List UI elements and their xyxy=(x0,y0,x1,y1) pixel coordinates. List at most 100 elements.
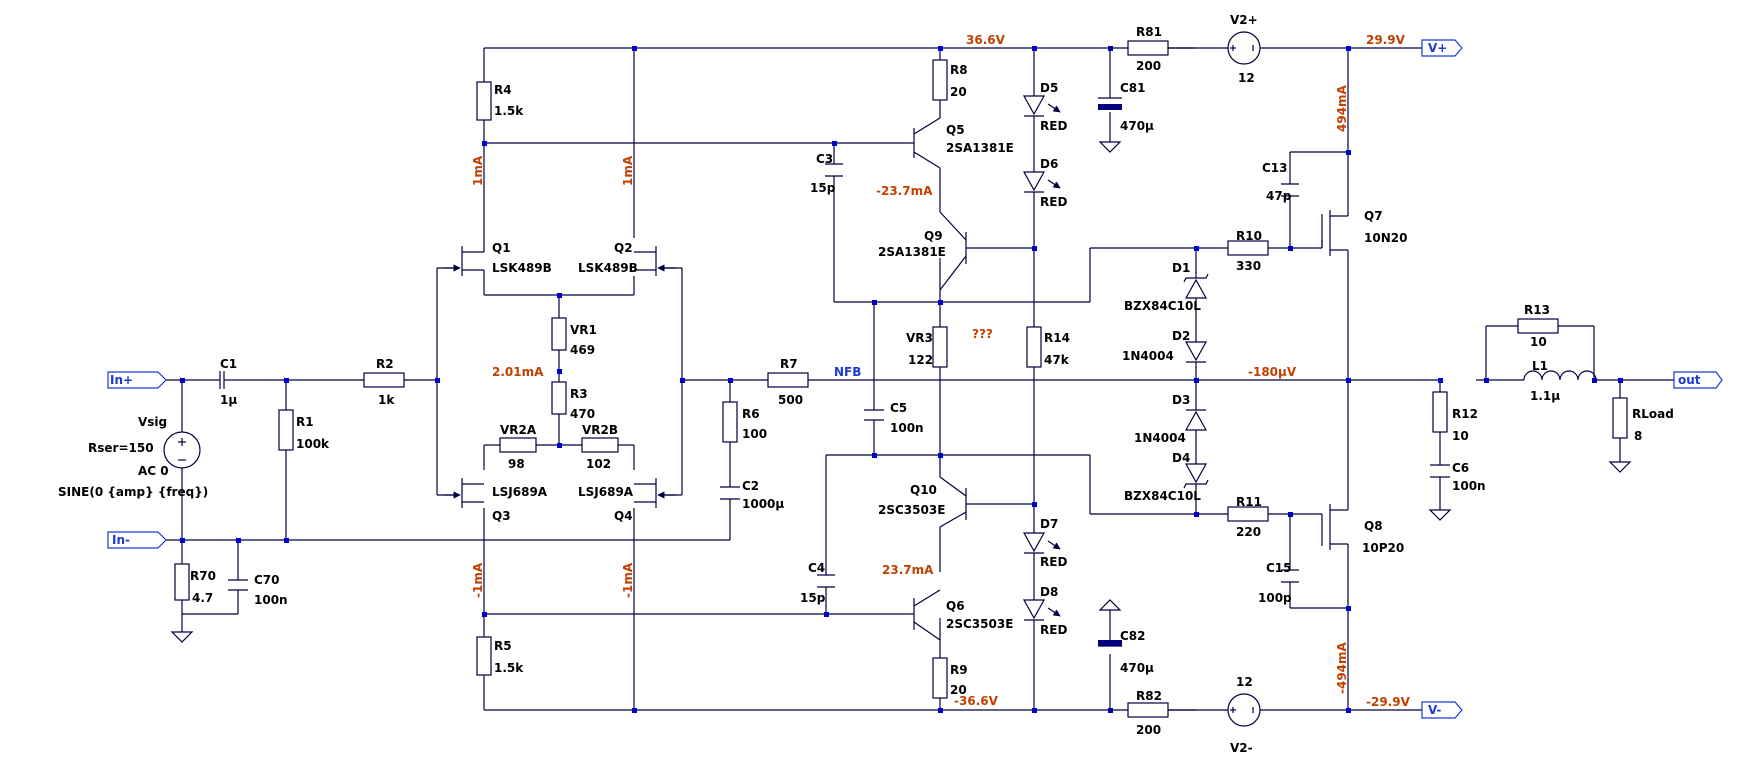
label-vr2b-name: VR2B xyxy=(582,423,618,437)
r6-body xyxy=(722,401,738,443)
label-r10-name: R10 xyxy=(1236,229,1262,243)
label-vr2b-value: 102 xyxy=(586,457,611,471)
label-d2-value: 1N4004 xyxy=(1122,349,1174,363)
rail-stubs xyxy=(1096,47,1196,711)
vr2b-body xyxy=(581,437,619,453)
wires xyxy=(158,47,1674,711)
label-q6-name: Q6 xyxy=(946,599,965,613)
vsig-name: Vsig xyxy=(138,415,167,429)
r14-body xyxy=(1026,326,1042,368)
net-flags xyxy=(107,39,1723,719)
label-q1-name: Q1 xyxy=(492,241,511,255)
label-c6-name: C6 xyxy=(1452,461,1469,475)
r81-body xyxy=(1127,40,1169,56)
label-vr2a-value: 98 xyxy=(508,457,525,471)
op-i-q1: 1mA xyxy=(471,155,485,186)
op-i-vr1: 2.01mA xyxy=(492,365,544,379)
label-r13-value: 10 xyxy=(1530,335,1547,349)
junctions xyxy=(180,46,1623,713)
rload-body xyxy=(1612,397,1628,439)
op-v-neg: -29.9V xyxy=(1366,695,1411,709)
label-c3-value: 15p xyxy=(810,181,836,195)
label-r4-name: R4 xyxy=(494,83,512,97)
r70-body xyxy=(174,563,190,601)
vsig-sine: SINE(0 {amp} {freq}) xyxy=(58,485,208,499)
label-r14-name: R14 xyxy=(1044,331,1070,345)
label-d5-value: RED xyxy=(1040,119,1067,133)
label-c13-name: C13 xyxy=(1262,161,1288,175)
label-q10-name: Q10 xyxy=(910,483,937,497)
label-r81-name: R81 xyxy=(1136,25,1162,39)
label-d1-name: D1 xyxy=(1172,261,1190,275)
op-v-out: -180µV xyxy=(1248,365,1297,379)
label-r13-name: R13 xyxy=(1524,303,1550,317)
label-c5-value: 100n xyxy=(890,421,924,435)
r7-body xyxy=(767,372,809,388)
label-c4-name: C4 xyxy=(808,561,825,575)
label-q9-value: 2SA1381E xyxy=(878,245,946,259)
label-l1-value: 1.1µ xyxy=(1530,389,1560,403)
label-vr1-name: VR1 xyxy=(570,323,597,337)
label-d6-name: D6 xyxy=(1040,157,1058,171)
label-r12-value: 10 xyxy=(1452,429,1469,443)
label-r11-value: 220 xyxy=(1236,525,1261,539)
op-v-pos: 29.9V xyxy=(1366,33,1406,47)
label-r9-name: R9 xyxy=(950,663,968,677)
label-c2-name: C2 xyxy=(742,479,759,493)
ground-symbols xyxy=(170,141,1632,643)
label-r10-value: 330 xyxy=(1236,259,1261,273)
label-r9-value: 20 xyxy=(950,683,967,697)
r11-body xyxy=(1227,506,1269,522)
label-c5-name: C5 xyxy=(890,401,907,415)
label-c82-value: 470µ xyxy=(1120,661,1154,675)
label-d2-name: D2 xyxy=(1172,329,1190,343)
label-d3-value: 1N4004 xyxy=(1134,431,1186,445)
op-i-q4: -1mA xyxy=(621,562,635,598)
op-v-top: 36.6V xyxy=(966,33,1006,47)
component-labels: R4 1.5k R8 20 R81 200 V2+ 12 D5 RED C81 … xyxy=(190,13,1674,755)
label-r3-name: R3 xyxy=(570,387,588,401)
label-q4-value: LSJ689A xyxy=(578,485,634,499)
label-d8-name: D8 xyxy=(1040,585,1058,599)
label-r11-name: R11 xyxy=(1236,495,1262,509)
diode-symbols xyxy=(1022,95,1209,621)
label-r8-value: 20 xyxy=(950,85,967,99)
label-r70-name: R70 xyxy=(190,569,216,583)
label-vr1-value: 469 xyxy=(570,343,595,357)
label-r14-value: 47k xyxy=(1044,353,1070,367)
label-r70-value: 4.7 xyxy=(192,591,213,605)
op-i-q8: -494mA xyxy=(1335,641,1349,694)
label-q5-name: Q5 xyxy=(946,123,965,137)
label-l1-name: L1 xyxy=(1532,359,1548,373)
label-r6-name: R6 xyxy=(742,407,760,421)
label-d4-name: D4 xyxy=(1172,451,1190,465)
net-in-minus: In- xyxy=(112,533,130,547)
label-r12-name: R12 xyxy=(1452,407,1478,421)
label-v2m-name: V2- xyxy=(1230,741,1253,755)
r1-body xyxy=(278,409,294,451)
label-c81-name: C81 xyxy=(1120,81,1146,95)
label-c82-name: C82 xyxy=(1120,629,1146,643)
op-i-q3: -1mA xyxy=(471,562,485,598)
label-d6-value: RED xyxy=(1040,195,1067,209)
r2-body xyxy=(363,372,405,388)
label-d8-value: RED xyxy=(1040,623,1067,637)
label-r82-name: R82 xyxy=(1136,689,1162,703)
label-r2-name: R2 xyxy=(376,357,394,371)
label-r2-value: 1k xyxy=(378,393,395,407)
label-c4-value: 15p xyxy=(800,591,826,605)
label-q4-name: Q4 xyxy=(614,509,633,523)
label-q2-name: Q2 xyxy=(614,241,633,255)
vsig-ac: AC 0 xyxy=(138,464,169,478)
net-v-minus: V- xyxy=(1428,703,1441,717)
label-c1-name: C1 xyxy=(220,357,237,371)
label-vr2a-name: VR2A xyxy=(500,423,537,437)
op-i-q6: 23.7mA xyxy=(882,563,934,577)
label-r7-value: 500 xyxy=(778,393,803,407)
electrolytic-caps xyxy=(1098,97,1122,647)
label-r5-value: 1.5k xyxy=(494,661,524,675)
label-v2p-name: V2+ xyxy=(1230,13,1258,27)
voltage-sources xyxy=(163,31,1261,727)
label-c2-value: 1000µ xyxy=(742,497,784,511)
